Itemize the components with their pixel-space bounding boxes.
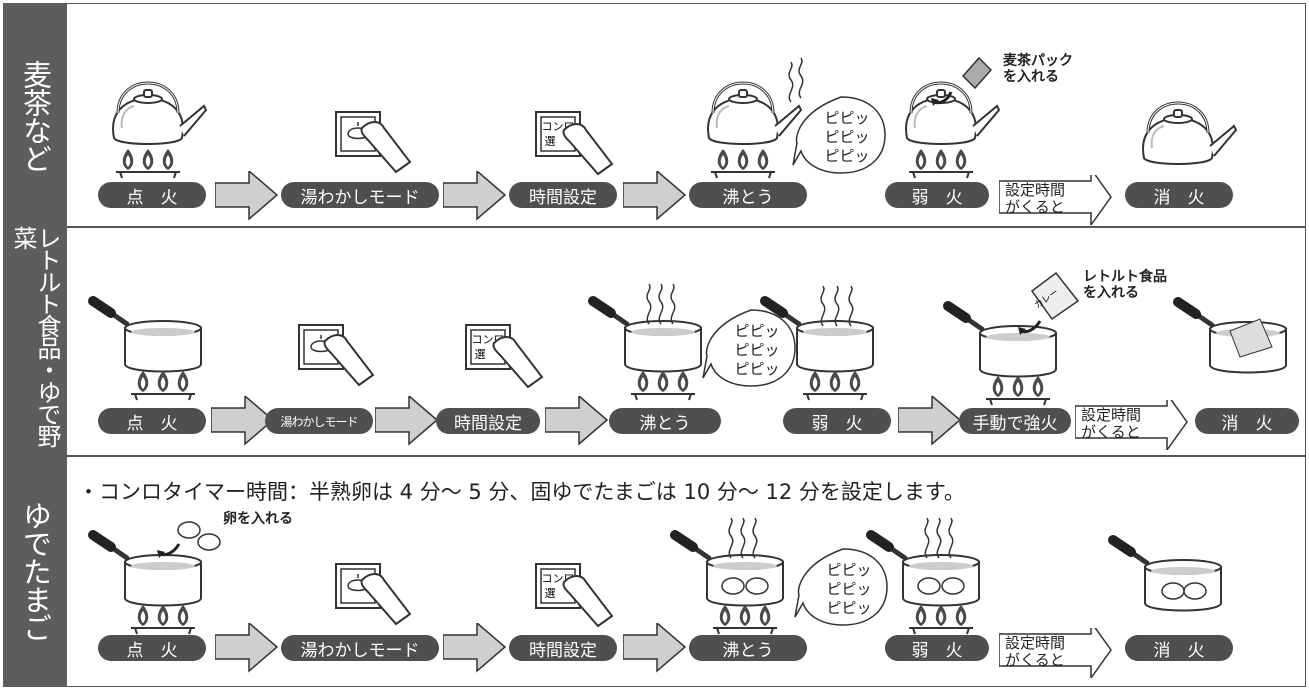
- kettle-mode-button-illustration: [335, 563, 411, 625]
- step-low-heat: 弱 火: [783, 408, 891, 434]
- flow-arrow: [215, 171, 278, 220]
- step-kettle-mode: 湯わかしモード: [281, 182, 439, 208]
- pot-add-retort-illustration: カレー: [948, 271, 1080, 411]
- beep-line: ピピッ: [826, 561, 872, 579]
- add-tea-pack-note: 麦茶パック を入れる: [1003, 53, 1073, 85]
- kettle-off-illustration: [1141, 101, 1238, 166]
- note-line: レトルト食品: [1083, 269, 1167, 285]
- flow-arrow: [898, 396, 961, 445]
- step-low-heat: 弱 火: [885, 635, 989, 661]
- row-boiled-eggs: ゆでたまご 卵を入れる コンロ 選 ピピッ ピピッ: [3, 455, 1306, 687]
- kettle-add-tea-pack-illustration: [904, 56, 1001, 178]
- note-line: を入れる: [1003, 69, 1059, 85]
- beep-line: ピピッ: [826, 580, 872, 598]
- note-line: を入れる: [1083, 285, 1139, 301]
- step-ignite: 点 火: [98, 182, 206, 208]
- timer-note-line: がくると: [1081, 423, 1141, 441]
- timer-note-line: 設定時間: [1005, 181, 1066, 199]
- timer-note: 設定時間 がくると: [1005, 635, 1065, 669]
- timer-note-line: がくると: [1005, 198, 1065, 216]
- beep-line: ピピッ: [824, 109, 870, 127]
- step-off: 消 火: [1125, 635, 1233, 661]
- step-off: 消 火: [1125, 182, 1233, 208]
- timer-note: 設定時間 がくると: [1081, 407, 1141, 441]
- step-time-setting: 時間設定: [509, 182, 617, 208]
- beep-line: ピピッ: [734, 341, 780, 359]
- kettle-on-burner-illustration: [111, 81, 208, 178]
- row-label-text: レトルト食品・ゆで野菜: [9, 226, 61, 446]
- timer-note-line: 設定時間: [1081, 406, 1142, 424]
- pot-on-burner-illustration: [93, 306, 213, 406]
- step-boil: 沸とう: [689, 635, 807, 661]
- flow-arrow: [545, 396, 608, 445]
- step-kettle-mode: 湯わかしモード: [281, 635, 439, 661]
- row-label: レトルト食品・ゆで野菜: [3, 226, 67, 457]
- kettle-mode-button-illustration: [335, 111, 411, 173]
- flow-arrow: [623, 623, 686, 672]
- beep-speech-bubble: [702, 309, 796, 387]
- flow-arrow: [623, 171, 686, 220]
- step-low-heat: 弱 火: [885, 182, 989, 208]
- step-ignite: 点 火: [98, 408, 206, 434]
- timer-note-line: 設定時間: [1005, 634, 1066, 652]
- beep-text: ピピッ ピピッ ピピッ: [817, 561, 881, 618]
- beep-line: ピピッ: [734, 322, 780, 340]
- flow-arrow: [443, 623, 506, 672]
- beep-text: ピピッ ピピッ ピピッ: [725, 322, 789, 379]
- kettle-mode-button-illustration: [298, 324, 374, 386]
- step-manual-high-heat: 手動で強火: [959, 408, 1071, 434]
- stove-select-button-illustration: コンロ 選: [465, 324, 543, 388]
- row-retort-vegetables: レトルト食品・ゆで野菜 コンロ 選 ピピッ ピピッ ピピッ: [3, 226, 1306, 457]
- svg-text:選: 選: [475, 348, 486, 361]
- row-label-text: ゆでたまご: [18, 501, 53, 641]
- row-label: ゆでたまご: [3, 455, 67, 687]
- beep-line: ピピッ: [824, 128, 870, 146]
- eggs-pot-off-illustration: [1113, 525, 1243, 625]
- beep-speech-bubble: [792, 96, 886, 174]
- step-time-setting: 時間設定: [436, 408, 540, 434]
- step-boil: 沸とう: [689, 182, 807, 208]
- simmering-pot-illustration: [775, 285, 895, 406]
- note-line: 麦茶パック: [1003, 53, 1073, 69]
- step-kettle-mode: 湯わかしモード: [265, 408, 373, 434]
- pot-add-eggs-illustration: [93, 521, 221, 630]
- row-barley-tea: 麦茶など コンロ 選 ピピッ ピピッ ピピッ: [3, 3, 1306, 228]
- beep-line: ピピッ: [824, 147, 870, 165]
- svg-text:選: 選: [545, 587, 556, 600]
- timer-note: 設定時間 がくると: [1005, 182, 1065, 216]
- step-ignite: 点 火: [98, 635, 206, 661]
- add-retort-note: レトルト食品 を入れる: [1083, 269, 1167, 301]
- row-label-text: 麦茶など: [18, 59, 53, 172]
- beep-line: ピピッ: [734, 360, 780, 378]
- beep-text: ピピッ ピピッ ピピッ: [815, 109, 879, 166]
- stove-select-button-illustration: コンロ 選: [535, 563, 613, 627]
- timer-guide-headline: ・コンロタイマー時間：半熟卵は 4 分～ 5 分、固ゆでたまごは 10 分～ 1…: [78, 480, 965, 504]
- pot-off-illustration: [1178, 301, 1308, 401]
- add-eggs-note: 卵を入れる: [223, 511, 293, 527]
- flow-arrow: [215, 623, 278, 672]
- stove-select-button-illustration: コンロ 選: [535, 111, 613, 175]
- flow-arrow: [443, 171, 506, 220]
- timer-note-line: がくると: [1005, 651, 1065, 669]
- simmering-eggs-pot-illustration: [871, 517, 1001, 630]
- beep-line: ピピッ: [826, 599, 872, 617]
- step-off: 消 火: [1195, 408, 1299, 434]
- step-time-setting: 時間設定: [509, 635, 617, 661]
- row-label: 麦茶など: [3, 3, 67, 228]
- beep-speech-bubble: [794, 548, 888, 626]
- boiling-eggs-pot-illustration: [675, 517, 805, 630]
- step-boil: 沸とう: [609, 408, 721, 434]
- svg-text:選: 選: [545, 135, 556, 148]
- flow-arrow: [375, 396, 438, 445]
